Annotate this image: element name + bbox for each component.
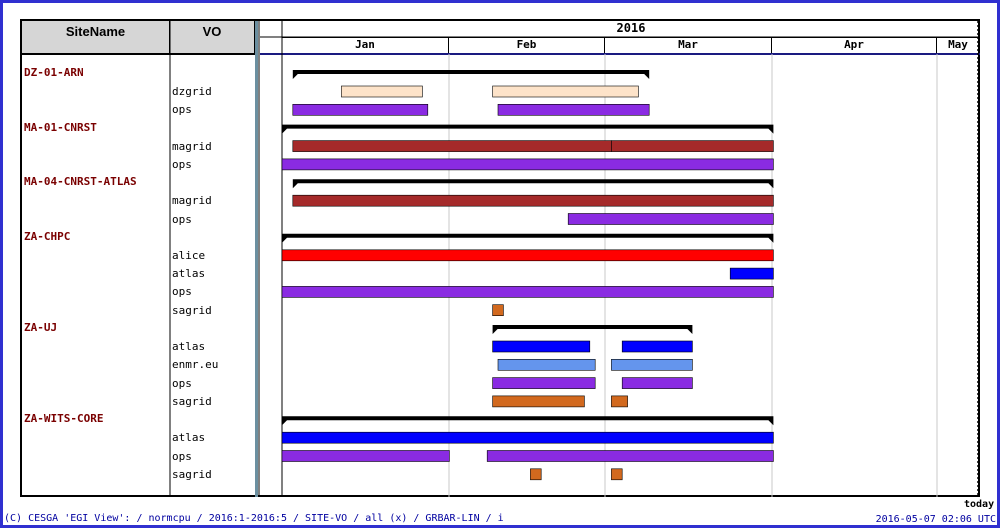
vo-name-label: sagrid <box>172 467 212 481</box>
site-summary-bar[interactable] <box>492 325 693 334</box>
usage-bar[interactable] <box>621 377 693 389</box>
usage-bar[interactable] <box>492 304 504 317</box>
site-name-label: MA-01-CNRST <box>24 120 97 134</box>
usage-bar[interactable] <box>621 340 693 353</box>
vo-name-label: enmr.eu <box>172 358 219 372</box>
site-summary-bar[interactable] <box>292 179 774 189</box>
usage-bar[interactable] <box>281 249 774 262</box>
usage-bar[interactable] <box>492 340 591 353</box>
usage-bar[interactable] <box>611 140 774 152</box>
usage-bar[interactable] <box>281 286 774 298</box>
today-marker-label: today <box>964 499 995 510</box>
site-name-label: DZ-01-ARN <box>24 66 84 79</box>
site-summary-bar[interactable] <box>282 416 774 426</box>
month-label-feb: Feb <box>449 38 605 54</box>
usage-bar[interactable] <box>292 194 774 207</box>
vo-name-label: sagrid <box>172 394 212 408</box>
vo-name-label: dzgrid <box>172 85 212 98</box>
footer-timestamp: 2016-05-07 02:06 UTC <box>875 514 996 525</box>
vo-name-label: atlas <box>172 340 206 353</box>
site-summary-bar[interactable] <box>282 124 774 134</box>
usage-bar[interactable] <box>567 213 774 225</box>
site-name-label: ZA-UJ <box>24 321 58 334</box>
usage-bar[interactable] <box>492 85 639 98</box>
usage-bar[interactable] <box>611 395 628 408</box>
vo-name-label: atlas <box>172 431 206 445</box>
month-label-jan: Jan <box>282 38 449 54</box>
usage-bar[interactable] <box>292 140 612 152</box>
footer-query-info: (C) CESGA 'EGI View': / normcpu / 2016:1… <box>4 513 504 524</box>
vo-name-label: ops <box>172 376 192 390</box>
site-name-label: MA-04-CNRST-ATLAS <box>24 175 137 189</box>
usage-bar[interactable] <box>530 468 542 481</box>
usage-bar[interactable] <box>292 104 429 116</box>
usage-bar[interactable] <box>281 431 774 444</box>
vo-name-label: atlas <box>172 267 206 281</box>
usage-bar[interactable] <box>611 468 623 481</box>
vo-name-label: sagrid <box>172 303 212 317</box>
site-name-label: ZA-CHPC <box>24 229 71 243</box>
site-name-label: ZA-WITS-CORE <box>24 412 104 426</box>
usage-bar[interactable] <box>729 267 774 280</box>
sitename-column-header[interactable]: SiteName <box>22 21 170 55</box>
vo-name-label: alice <box>172 248 206 262</box>
usage-bar[interactable] <box>497 358 596 371</box>
usage-bar[interactable] <box>341 85 423 98</box>
vo-name-label: ops <box>172 103 192 117</box>
usage-bar[interactable] <box>492 395 585 408</box>
usage-bar[interactable] <box>281 450 450 462</box>
vo-name-label: ops <box>172 212 192 226</box>
vo-name-label: ops <box>172 449 192 463</box>
vo-name-label: ops <box>172 157 192 171</box>
vo-name-label: magrid <box>172 139 212 153</box>
site-summary-bar[interactable] <box>282 233 774 243</box>
site-summary-bar[interactable] <box>292 70 650 79</box>
usage-bar[interactable] <box>492 377 596 389</box>
vo-name-label: ops <box>172 285 192 299</box>
vo-column-header[interactable]: VO <box>170 21 255 55</box>
usage-bar[interactable] <box>611 358 693 371</box>
month-label-mar: Mar <box>605 38 772 54</box>
usage-bar[interactable] <box>497 104 650 116</box>
usage-bar[interactable] <box>486 450 774 462</box>
gantt-table <box>20 19 980 497</box>
vo-name-label: magrid <box>172 194 212 208</box>
month-label-may: May <box>948 38 968 51</box>
month-label-apr: Apr <box>772 38 937 54</box>
usage-bar[interactable] <box>281 158 774 171</box>
